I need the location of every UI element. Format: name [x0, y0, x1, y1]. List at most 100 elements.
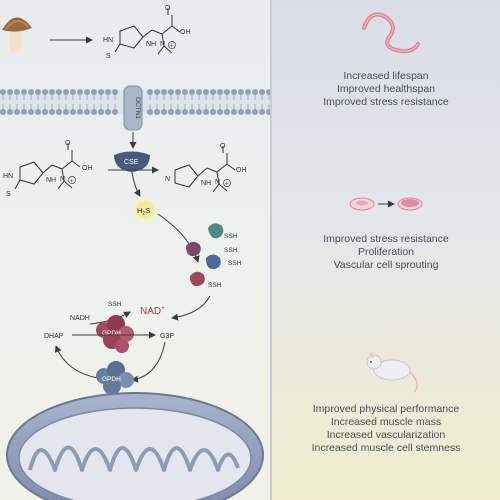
mechanism-diagram: HN NH S OH O N + OCTN1 CSE — [0, 5, 272, 500]
effect-text: Improved stress resistance — [323, 96, 449, 108]
persulfidated-protein: SSH — [208, 223, 238, 240]
lipid-head — [210, 89, 216, 95]
lipid-head — [0, 109, 6, 115]
ssh-label: SSH — [208, 282, 222, 289]
cse-enzyme: CSE — [114, 151, 150, 172]
h2s-release-arrow — [131, 171, 141, 197]
lipid-head — [77, 109, 83, 115]
formula-label: N — [160, 41, 165, 48]
dhap-label: DHAP — [44, 333, 64, 340]
gpdh-label: GPDH — [102, 376, 121, 383]
lipid-head — [49, 109, 55, 115]
lipid-head — [196, 89, 202, 95]
hercynine-structure — [174, 146, 236, 193]
lipid-head — [28, 89, 34, 95]
formula-label: NH — [46, 177, 56, 184]
formula-label: + — [170, 44, 174, 50]
h2s-molecule: H2S — [129, 194, 161, 226]
persulfidation-arrow — [157, 213, 200, 263]
lipid-head — [98, 109, 104, 115]
charge-circle — [68, 176, 76, 184]
lipid-head — [21, 89, 27, 95]
lipid-head — [84, 109, 90, 115]
lipid-head — [252, 109, 258, 115]
formula-label: NH — [146, 41, 156, 48]
lipid-head — [259, 89, 265, 95]
lipid-head — [161, 89, 167, 95]
lipid-head — [154, 89, 160, 95]
lipid-head — [189, 89, 195, 95]
gpdh-enzyme: GPDH — [96, 315, 134, 353]
lipid-head — [98, 89, 104, 95]
formula-label: O — [65, 140, 71, 147]
lipid-head — [203, 109, 209, 115]
lipid-head — [224, 109, 230, 115]
lipid-head — [7, 89, 13, 95]
lipid-head — [224, 89, 230, 95]
effect-text: Proliferation — [357, 246, 415, 258]
ssh-label: SSH — [108, 301, 122, 308]
ssh-label: SSH — [224, 233, 238, 240]
mito-to-dhap-arrow — [54, 345, 99, 379]
formula-label: N — [215, 179, 220, 186]
persulfidated-protein: SSH SSH — [206, 247, 242, 270]
lipid-head — [210, 109, 216, 115]
effect-text: Increased muscle cell stemness — [311, 442, 461, 454]
cell-effects-list: Improved stress resistance Proliferation… — [272, 233, 500, 272]
lipid-head — [28, 109, 34, 115]
mitochondrion — [6, 392, 264, 500]
formula-label: S — [6, 191, 11, 198]
lipid-head — [21, 109, 27, 115]
formula-label: O — [220, 143, 226, 150]
mechanism-panel: HN NH S OH O N + OCTN1 CSE — [0, 0, 272, 500]
lipid-head — [252, 89, 258, 95]
effect-text: Increased vascularization — [326, 429, 446, 441]
effects-panel: Increased lifespan Improved healthspan I… — [272, 0, 500, 500]
formula-label: N — [60, 176, 65, 183]
lipid-head — [14, 89, 20, 95]
lipid-head — [35, 89, 41, 95]
effect-text: Vascular cell sprouting — [333, 259, 439, 271]
worm-effects-list: Increased lifespan Improved healthspan I… — [272, 70, 500, 109]
panel-divider — [270, 0, 272, 500]
lipid-head — [189, 109, 195, 115]
formula-label: O — [165, 5, 171, 12]
lipid-head — [56, 89, 62, 95]
formula-label: OH — [236, 167, 247, 174]
lipid-head — [70, 89, 76, 95]
lipid-head — [14, 109, 20, 115]
lipid-head — [168, 109, 174, 115]
formula-label: S — [106, 53, 111, 60]
lipid-head — [77, 89, 83, 95]
lipid-head — [217, 89, 223, 95]
lipid-head — [42, 109, 48, 115]
lipid-head — [91, 109, 97, 115]
octn1-transporter: OCTN1 — [123, 85, 143, 131]
lipid-head — [91, 89, 97, 95]
lipid-head — [175, 89, 181, 95]
lipid-head — [231, 109, 237, 115]
ergothioneine-structure-left — [14, 143, 81, 190]
lipid-head — [217, 109, 223, 115]
lipid-head — [49, 89, 55, 95]
lipid-head — [84, 89, 90, 95]
lipid-head — [112, 109, 118, 115]
lipid-head — [259, 109, 265, 115]
nadh-label: NADH — [70, 315, 90, 322]
cse-label: CSE — [124, 159, 139, 166]
lipid-head — [147, 109, 153, 115]
mitochondrial-gpdh: GPDH — [96, 361, 134, 395]
mouse-icon — [366, 352, 418, 393]
lipid-head — [168, 89, 174, 95]
g3p-label: G3P — [160, 333, 174, 340]
lipid-head — [112, 89, 118, 95]
effect-text: Improved stress resistance — [323, 233, 449, 245]
lipid-head — [56, 109, 62, 115]
formula-label: NH — [201, 180, 211, 187]
lipid-head — [196, 109, 202, 115]
lipid-head — [203, 89, 209, 95]
effect-text: Improved healthspan — [336, 83, 436, 95]
lipid-head — [105, 89, 111, 95]
lipid-head — [70, 109, 76, 115]
effect-text: Increased lifespan — [343, 70, 429, 82]
